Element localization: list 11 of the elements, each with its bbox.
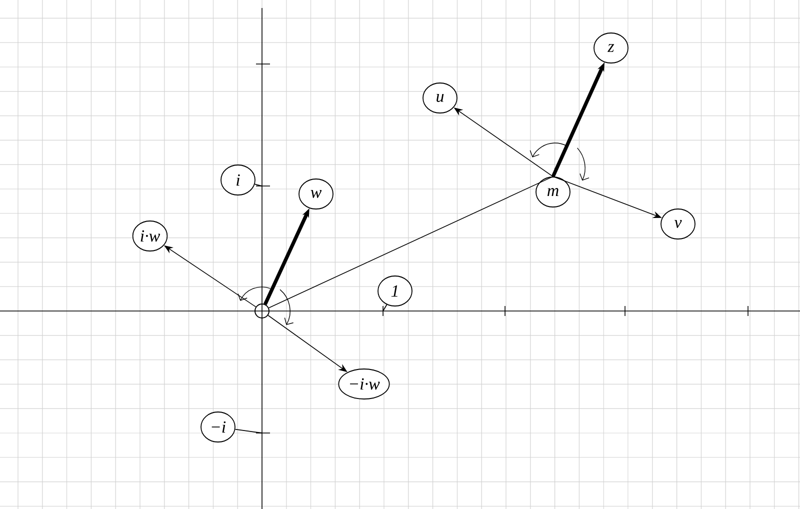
label-bubble: m	[536, 168, 570, 208]
label-bubble: v	[660, 208, 696, 240]
label-bubble: 1	[378, 276, 412, 312]
label-bubble: −i	[200, 412, 262, 442]
label-bubble: i	[220, 164, 262, 196]
label-bubble: u	[422, 82, 458, 114]
label-bubble: i·w	[132, 220, 168, 252]
origin-point	[254, 304, 270, 318]
label-bubble: −i·w	[338, 368, 390, 400]
label-bubble: w	[298, 178, 334, 210]
label-bubble: z	[594, 32, 628, 64]
